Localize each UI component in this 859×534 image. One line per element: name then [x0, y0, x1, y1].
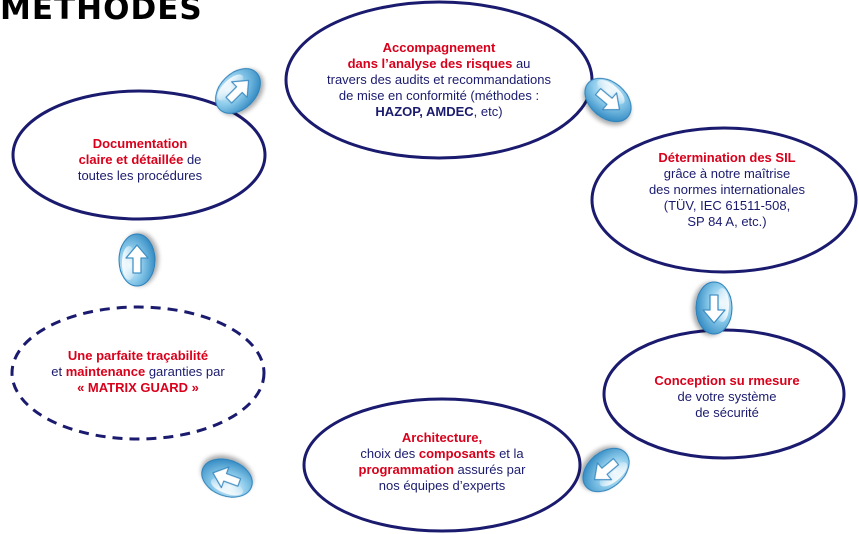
- node-documentation-text: de: [183, 152, 202, 167]
- node-architecture-line: nos équipes d’experts: [378, 478, 506, 493]
- node-accompagnement-line: travers des audits et recommandations: [327, 72, 551, 87]
- node-determination-line: des normes internationales: [648, 182, 806, 197]
- node-tracabilite-text: garanties par: [145, 364, 225, 379]
- node-conception-line: de votre système: [677, 389, 777, 404]
- node-accompagnement-heading: Accompagnement: [382, 40, 496, 55]
- arrow-down-icon: [695, 281, 733, 335]
- node-accompagnement-highlight: dans l’analyse des risques: [347, 56, 513, 71]
- node-determination-line: (TÜV, IEC 61511-508,: [663, 198, 791, 213]
- node-conception: Conception su rmesure de votre système d…: [612, 373, 842, 421]
- ellipse-tracabilite: [10, 305, 266, 441]
- ellipse-architecture: [302, 397, 582, 533]
- node-architecture-heading: Architecture,: [401, 430, 483, 445]
- node-documentation: Documentation claire et détaillée de tou…: [29, 136, 251, 184]
- node-architecture-highlight: composants: [418, 446, 496, 461]
- arrow-down-left-icon: [573, 438, 639, 502]
- node-tracabilite-heading: Une parfaite traçabilité: [67, 348, 209, 363]
- node-tracabilite-highlight: maintenance: [65, 364, 146, 379]
- node-conception-heading: Conception su rmesure: [654, 373, 800, 388]
- node-determination-sil: Détermination des SIL grâce à notre maît…: [612, 150, 842, 230]
- node-accompagnement: Accompagnement dans l’analyse des risque…: [284, 40, 594, 120]
- ellipse-determination-sil: [590, 126, 858, 274]
- node-accompagnement-line: de mise en conformité (méthodes :: [338, 88, 540, 103]
- node-tracabilite: Une parfaite traçabilité et maintenance …: [18, 348, 258, 396]
- node-tracabilite-text: et: [51, 364, 66, 379]
- node-accompagnement-text: , etc): [473, 104, 503, 119]
- node-documentation-line: toutes les procédures: [77, 168, 203, 183]
- node-architecture: Architecture, choix des composants et la…: [317, 430, 567, 494]
- node-documentation-highlight: claire et détaillée: [78, 152, 184, 167]
- node-accompagnement-methods: HAZOP, AMDEC: [375, 104, 474, 119]
- page-title: METHODES: [0, 0, 203, 27]
- node-determination-line: grâce à notre maîtrise: [663, 166, 791, 181]
- node-architecture-highlight: programmation: [358, 462, 454, 477]
- arrow-left-icon: [195, 451, 259, 505]
- node-tracabilite-product: « MATRIX GUARD »: [77, 380, 199, 395]
- node-conception-line: de sécurité: [695, 405, 759, 420]
- node-accompagnement-text: au: [512, 56, 531, 71]
- node-architecture-text: choix des: [360, 446, 419, 461]
- node-architecture-text: et la: [495, 446, 524, 461]
- node-determination-line: SP 84 A, etc.): [687, 214, 767, 229]
- ellipse-documentation: [11, 89, 267, 221]
- arrow-up-icon: [118, 233, 156, 287]
- node-architecture-text: assurés par: [453, 462, 526, 477]
- node-determination-heading: Détermination des SIL: [658, 150, 796, 165]
- node-documentation-heading: Documentation: [92, 136, 188, 151]
